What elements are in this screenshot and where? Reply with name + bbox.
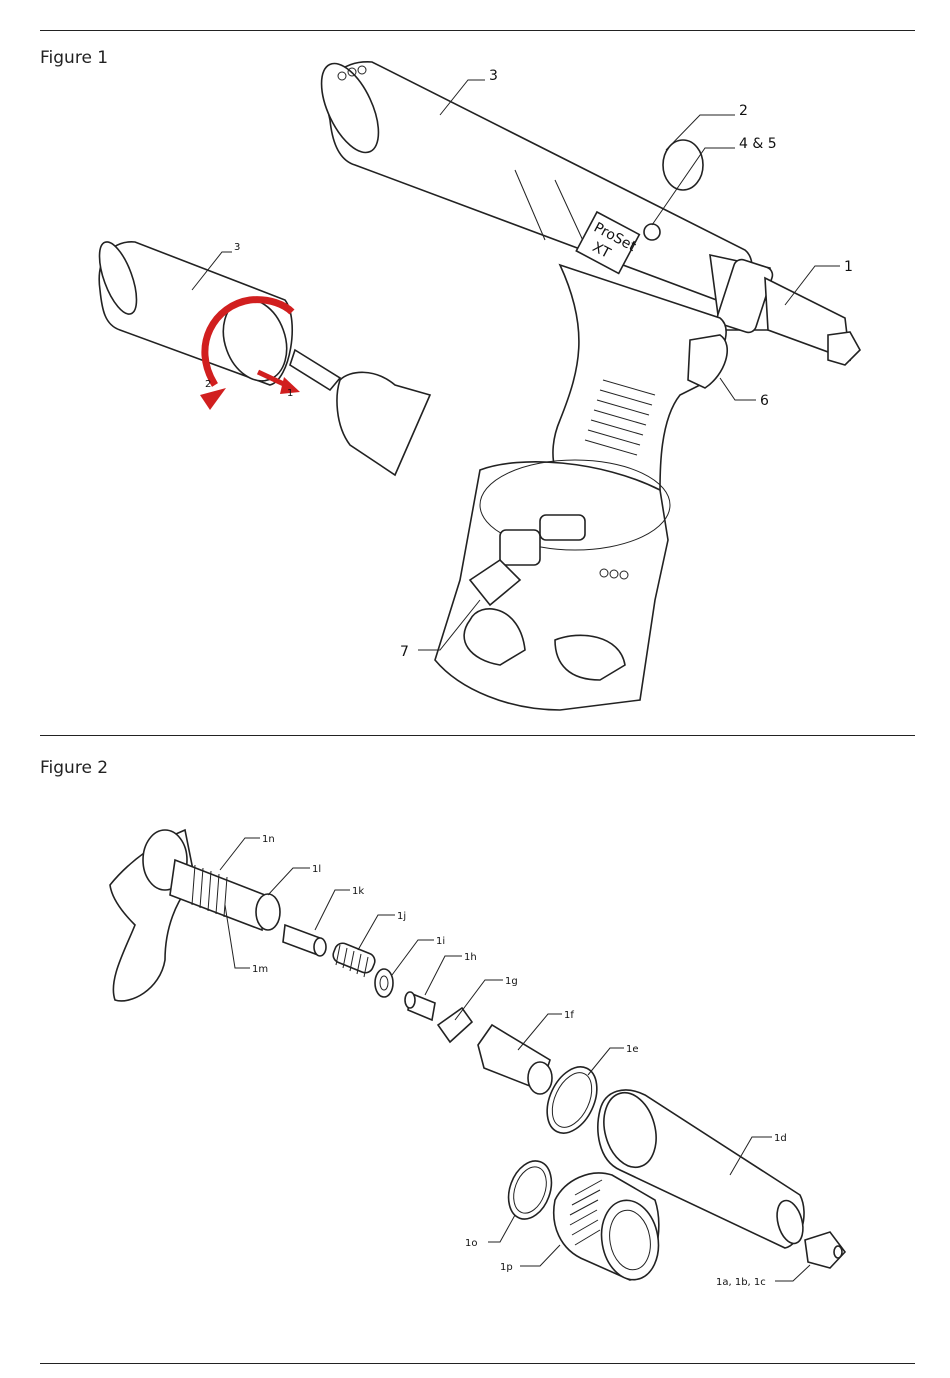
base-housing — [435, 462, 668, 710]
tool-nose-assembly — [710, 255, 860, 365]
part-1i — [375, 969, 393, 997]
callout-1g: 1g — [505, 976, 518, 987]
callout-1o: 1o — [465, 1238, 477, 1249]
part-1l — [256, 894, 280, 930]
callout-3: 3 — [489, 68, 498, 84]
callout-1f: 1f — [564, 1010, 574, 1021]
callout-1m: 1m — [252, 964, 268, 975]
detached-cylinder-drawing: 2 1 — [92, 238, 430, 475]
callout-1a-1b-1c: 1a, 1b, 1c — [716, 1277, 766, 1288]
callout-1k: 1k — [352, 886, 364, 897]
rotation-arrowhead — [200, 388, 226, 410]
part-1p — [554, 1173, 665, 1284]
callout-3-small: 3 — [234, 242, 240, 253]
part-1a-1b-1c — [805, 1232, 845, 1268]
part-1o — [501, 1155, 559, 1225]
callout-1p: 1p — [500, 1262, 513, 1273]
callout-1h: 1h — [464, 952, 477, 963]
callout-1d: 1d — [774, 1133, 787, 1144]
figure-2-exploded-view — [110, 830, 845, 1284]
callout-2: 2 — [739, 103, 748, 119]
callout-6: 6 — [760, 393, 769, 409]
callout-1i: 1i — [436, 936, 445, 947]
callout-1j: 1j — [397, 911, 406, 922]
arrow-step-1: 1 — [287, 388, 293, 399]
callout-7: 7 — [400, 644, 409, 660]
callout-1e: 1e — [626, 1044, 639, 1055]
screw — [644, 224, 660, 240]
callout-1n: 1n — [262, 834, 275, 845]
part-1g — [438, 1008, 472, 1042]
arrow-step-2: 2 — [205, 379, 211, 390]
callout-1l: 1l — [312, 864, 321, 875]
callout-1: 1 — [844, 259, 853, 275]
part-1j-spring — [331, 941, 377, 977]
callout-4-5: 4 & 5 — [739, 136, 777, 152]
